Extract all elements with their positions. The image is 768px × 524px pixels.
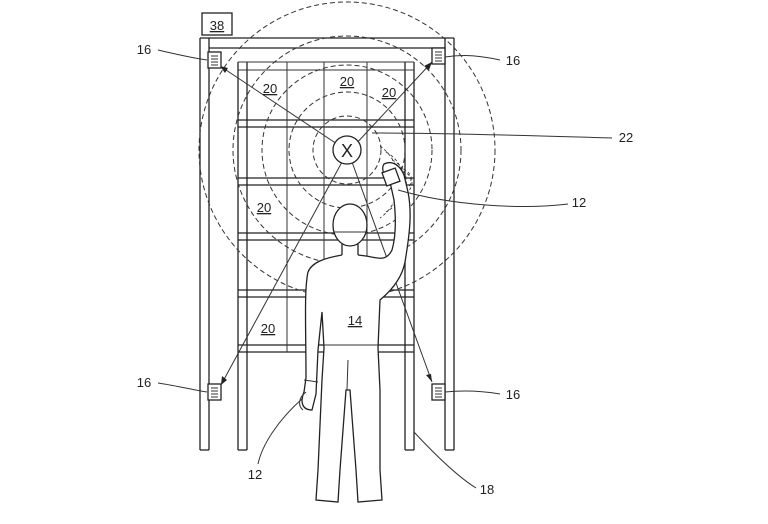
sensor-top-left <box>207 51 222 69</box>
sensor-bottom-left <box>207 383 222 401</box>
label-sensor-tr: 16 <box>506 53 520 68</box>
leader-lines <box>157 49 613 489</box>
label-zone: 22 <box>619 130 633 145</box>
reference-box-38: 38 <box>201 12 233 36</box>
bin-labels: 20 20 20 20 20 <box>257 74 396 336</box>
label-hand-device: 12 <box>572 195 586 210</box>
bin-label-low-left: 20 <box>261 321 275 336</box>
target-x-mark: X <box>341 141 353 161</box>
label-38: 38 <box>210 18 224 33</box>
label-sensor-br: 16 <box>506 387 520 402</box>
sensor-bottom-right <box>431 383 446 401</box>
hand-worn-device <box>381 167 401 187</box>
target-marker: X <box>332 135 362 165</box>
bin-label-mid-left: 20 <box>257 200 271 215</box>
person-label: 14 <box>348 313 362 328</box>
label-wrist-device: 12 <box>248 467 262 482</box>
sensor-top-right <box>431 47 446 65</box>
callout-labels: 16 16 16 16 22 12 12 18 <box>137 42 633 497</box>
label-sensor-bl: 16 <box>137 375 151 390</box>
bin-label-top-right: 20 <box>382 85 396 100</box>
label-sensor-tl: 16 <box>137 42 151 57</box>
person-figure <box>299 161 411 503</box>
outer-frame <box>199 37 455 451</box>
bin-label-top-left: 20 <box>263 81 277 96</box>
label-rack: 18 <box>480 482 494 497</box>
bin-label-top-mid: 20 <box>340 74 354 89</box>
